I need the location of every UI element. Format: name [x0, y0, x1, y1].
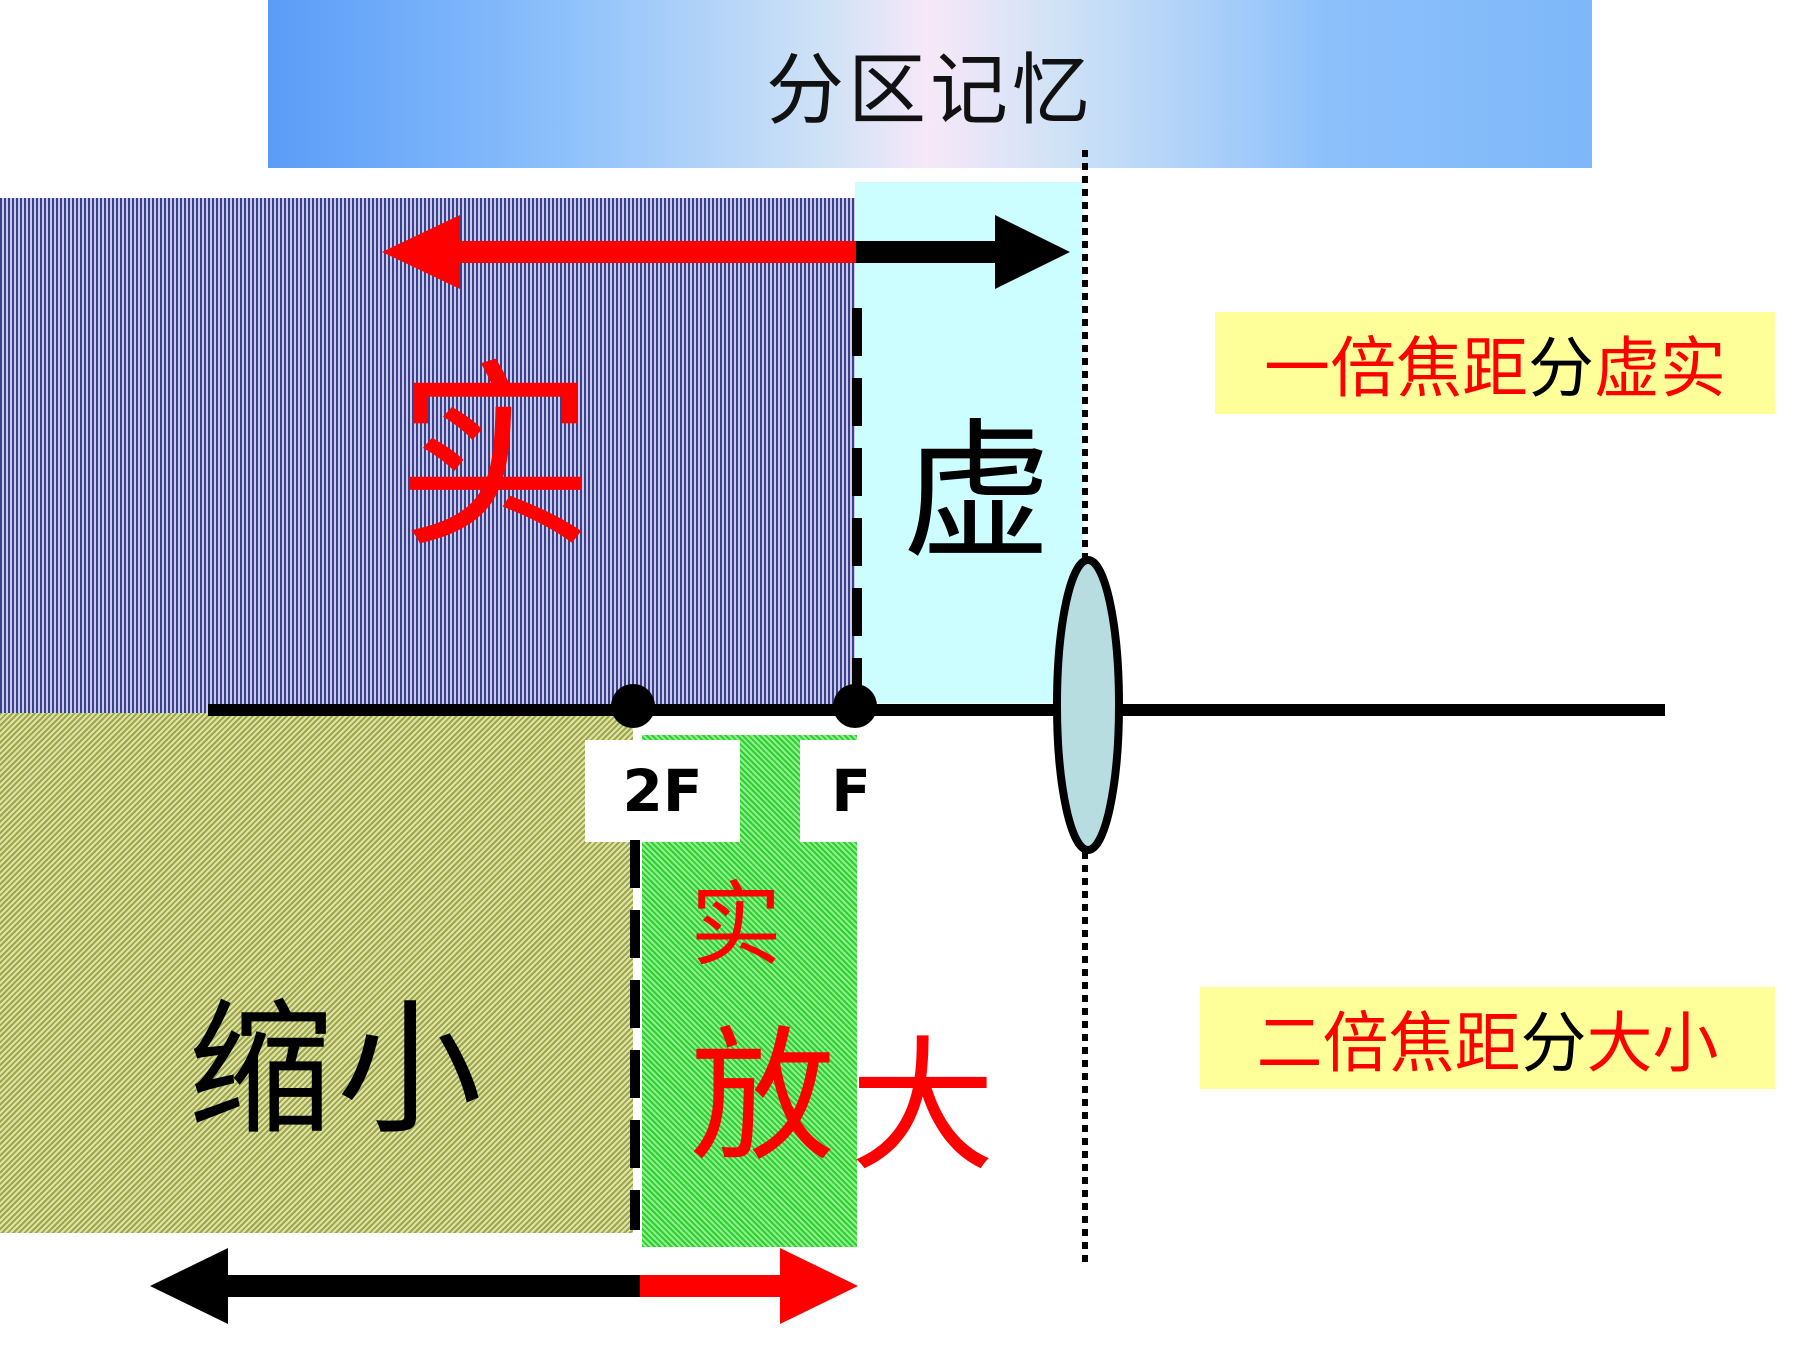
magnify-real-label: 实 — [690, 872, 783, 979]
magnify-label-second: 大 — [850, 1023, 995, 1192]
convex-lens-icon — [1053, 556, 1123, 854]
shrink-image-label: 缩小 — [188, 986, 486, 1155]
page-title: 分区记忆 — [765, 46, 1094, 136]
real-image-label: 实 — [395, 343, 596, 576]
top-arrow-right-head — [995, 215, 1070, 289]
bottom-arrow-left-head — [150, 1248, 228, 1324]
note-two-part2: 分 — [1520, 1005, 1587, 1082]
note-two-part3: 大小 — [1586, 1005, 1719, 1082]
two-focal-point-dot — [611, 684, 655, 728]
note-one-focal-length: 一倍焦距分虚实 — [1215, 312, 1775, 414]
two-focal-point-text: 2F — [622, 757, 703, 825]
magnify-label-first: 放 — [690, 1013, 835, 1182]
note-one-part3: 虚实 — [1594, 330, 1726, 407]
focal-point-label: F — [800, 740, 902, 842]
note-one-part1: 一倍焦距 — [1264, 330, 1528, 407]
note-two-part1: 二倍焦距 — [1256, 1005, 1521, 1082]
virtual-image-region — [855, 182, 1083, 703]
bottom-arrow-right-head — [780, 1248, 858, 1324]
focal-point-text: F — [831, 757, 871, 825]
real-image-region — [0, 198, 855, 713]
note-one-part2: 分 — [1528, 330, 1594, 407]
title-banner: 分区记忆 — [268, 0, 1592, 168]
note-two-focal-length: 二倍焦距分大小 — [1200, 987, 1775, 1089]
shrink-image-region — [0, 713, 633, 1233]
top-arrow-left-head — [382, 215, 460, 289]
focal-point-dot — [833, 684, 877, 728]
two-focal-point-label: 2F — [585, 740, 740, 842]
virtual-image-label: 虚 — [902, 406, 1053, 580]
